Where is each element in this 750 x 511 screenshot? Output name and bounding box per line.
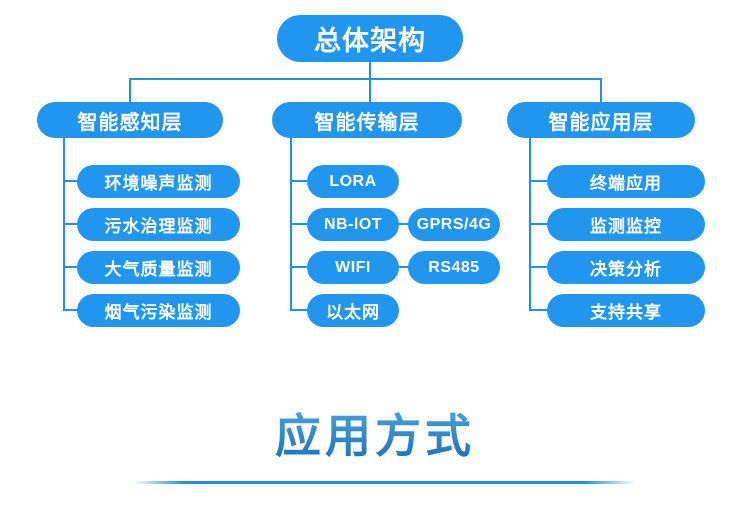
node-lora: LORA: [307, 165, 399, 198]
node-overall-architecture: 总体架构: [277, 15, 463, 62]
connector-stub: [63, 223, 78, 225]
node-monitoring-control: 监测监控: [547, 208, 705, 241]
connector-stub: [529, 309, 548, 311]
node-ethernet: 以太网: [307, 294, 399, 327]
connector-root-stem: [369, 62, 371, 78]
connector-drop-right: [600, 78, 602, 102]
connector-stub: [290, 309, 308, 311]
node-env-noise-monitoring: 环境噪声监测: [77, 165, 240, 198]
connector-stub: [63, 309, 78, 311]
node-flue-gas-monitoring: 烟气污染监测: [77, 294, 240, 327]
node-perception-layer: 智能感知层: [37, 102, 223, 138]
section-title-application-method: 应用方式: [0, 400, 750, 466]
connector-stub: [290, 180, 308, 182]
connector-stub-attached: [396, 223, 410, 225]
connector-drop-left: [129, 78, 131, 102]
connector-stub: [290, 266, 308, 268]
node-wifi: WIFI: [307, 251, 399, 284]
connector-main-horizontal: [129, 78, 602, 80]
node-gprs-4g: GPRS/4G: [408, 208, 500, 241]
connector-stub: [63, 266, 78, 268]
node-nb-iot: NB-lOT: [307, 208, 399, 241]
connector-drop-middle: [369, 78, 371, 102]
node-sewage-monitoring: 污水治理监测: [77, 208, 240, 241]
connector-stub: [529, 180, 548, 182]
node-terminal-application: 终端应用: [547, 165, 705, 198]
node-decision-analysis: 决策分析: [547, 251, 705, 284]
connector-stub: [529, 266, 548, 268]
node-application-layer: 智能应用层: [507, 102, 695, 138]
connector-stub-attached: [396, 266, 410, 268]
connector-stub: [529, 223, 548, 225]
node-support-sharing: 支持共享: [547, 294, 705, 327]
node-rs485: RS485: [408, 251, 500, 284]
node-air-quality-monitoring: 大气质量监测: [77, 251, 240, 284]
section-divider-line: [133, 481, 636, 484]
node-transmission-layer: 智能传输层: [272, 102, 462, 138]
connector-stub: [290, 223, 308, 225]
connector-stub: [63, 180, 78, 182]
